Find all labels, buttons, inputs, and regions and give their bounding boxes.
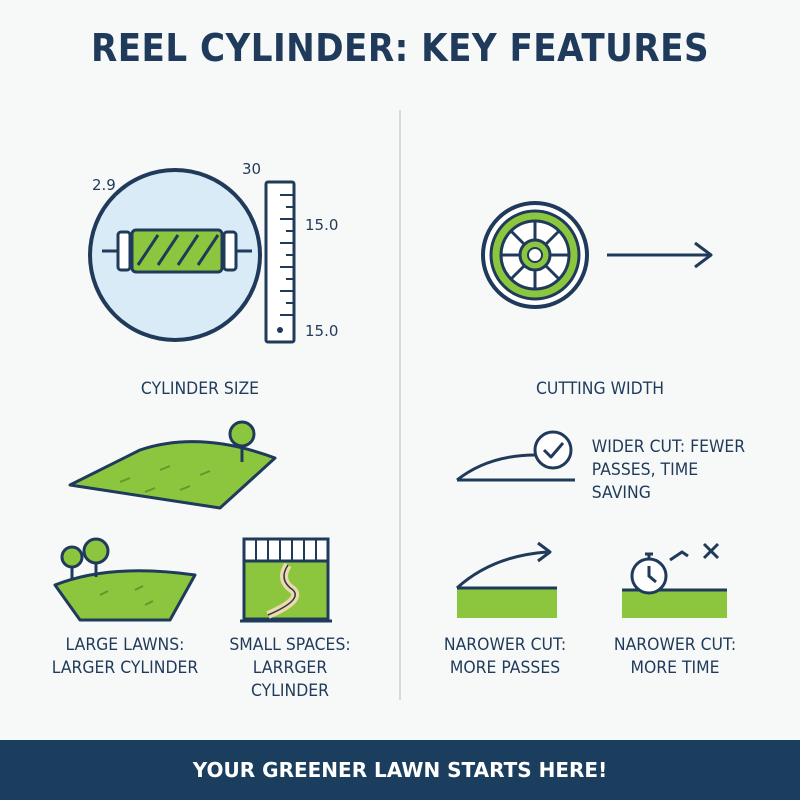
small-garden-icon <box>240 537 332 623</box>
measure-label-right-bottom: 15.0 <box>305 322 339 340</box>
small-spaces-caption: SMALL SPACES: LARRGER CYLINDER <box>212 634 368 703</box>
wider-cut-line-1: WIDER CUT: FEWER <box>591 437 746 457</box>
wider-cut-icon <box>456 430 575 482</box>
large-lawns-caption: LARGE LAWNS: LARGER CYLINDER <box>47 634 203 680</box>
narrow-cut-time-icon <box>622 542 727 618</box>
lawn-field-icon <box>68 420 277 510</box>
narrow-cut-time-caption: NAROWER CUT: MORE TIME <box>606 634 744 680</box>
narrow-time-line-2: MORE TIME <box>630 657 720 678</box>
small-spaces-line-1: SMALL SPACES: <box>229 635 351 655</box>
small-spaces-line-2: LARRGER CYLINDER <box>250 657 330 701</box>
page-title: REEL CYLINDER: KEY FEATURES <box>90 26 710 70</box>
narrow-passes-line-2: MORE PASSES <box>449 657 561 678</box>
narrow-cut-passes-icon <box>455 541 557 618</box>
cylinder-size-heading: CYLINDER SIZE <box>140 379 260 399</box>
measure-label-top: 30 <box>242 160 262 178</box>
narrow-passes-line-1: NAROWER CUT: <box>443 635 567 655</box>
large-lawn-icon <box>53 537 197 622</box>
column-divider <box>399 110 401 700</box>
narrow-cut-passes-caption: NAROWER CUT: MORE PASSES <box>436 634 574 680</box>
cutting-width-heading: CUTTING WIDTH <box>535 379 665 399</box>
narrow-time-line-1: NAROWER CUT: <box>613 635 737 655</box>
reel-width-icon <box>481 201 713 309</box>
cylinder-illustration <box>88 168 296 344</box>
footer-banner: YOUR GREENER LAWN STARTS HERE! <box>0 740 800 800</box>
large-lawns-line-1: LARGE LAWNS: <box>65 635 185 655</box>
large-lawns-line-2: LARGER CYLINDER <box>51 657 199 678</box>
measure-label-top-left: 2.9 <box>92 176 116 194</box>
measure-label-right-top: 15.0 <box>305 216 339 234</box>
wider-cut-caption: WIDER CUT: FEWER PASSES, TIME SAVING <box>592 436 748 505</box>
wider-cut-line-2: PASSES, TIME SAVING <box>591 459 699 503</box>
